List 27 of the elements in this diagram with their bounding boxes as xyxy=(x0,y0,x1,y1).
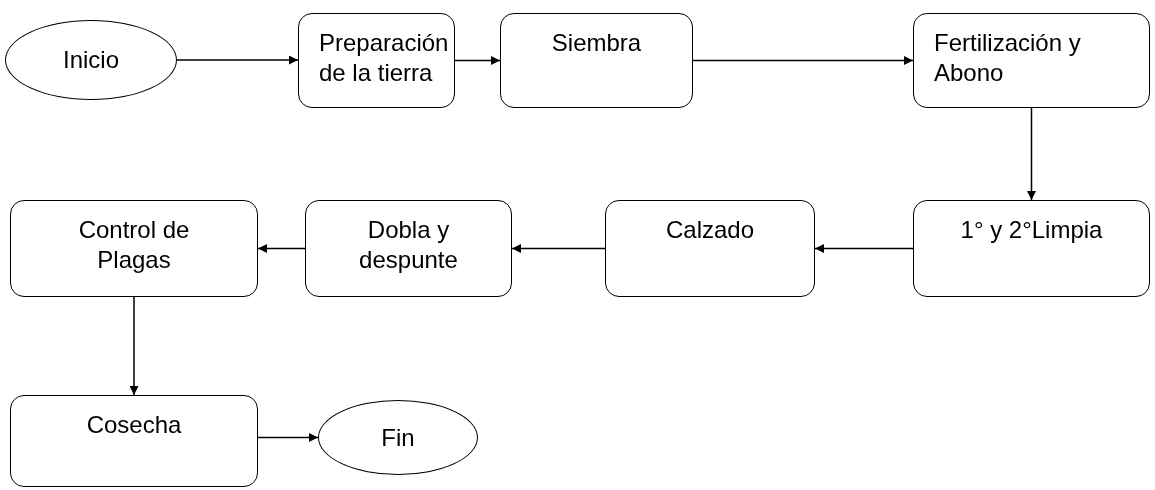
process-box xyxy=(500,13,693,108)
step-label: Inicio xyxy=(63,45,119,75)
process-box xyxy=(10,395,258,487)
step-label: Fin xyxy=(381,422,415,453)
arrow xyxy=(1027,107,1036,201)
process-box xyxy=(298,13,455,108)
step-label: Dobla y despunte xyxy=(358,215,459,275)
step-label: Preparación de la tierra xyxy=(319,28,449,88)
arrow xyxy=(692,56,914,65)
step-label: Siembra xyxy=(551,28,642,58)
process-box xyxy=(913,200,1150,297)
arrow xyxy=(176,55,299,65)
arrow xyxy=(511,244,606,253)
arrow xyxy=(129,296,139,396)
process-box xyxy=(913,13,1150,108)
process-box xyxy=(10,200,258,297)
step-label: Fertilización y Abono xyxy=(934,28,1082,88)
step-label: Control de Plagas xyxy=(77,215,191,275)
process-box xyxy=(605,200,815,297)
step-label: Cosecha xyxy=(86,410,182,440)
step-label: 1° y 2°Limpia xyxy=(960,215,1103,245)
arrow xyxy=(454,56,501,65)
process-box xyxy=(305,200,512,297)
step-label: Calzado xyxy=(665,215,755,245)
arrow xyxy=(257,433,319,442)
arrow xyxy=(814,244,914,253)
arrow xyxy=(257,244,306,253)
